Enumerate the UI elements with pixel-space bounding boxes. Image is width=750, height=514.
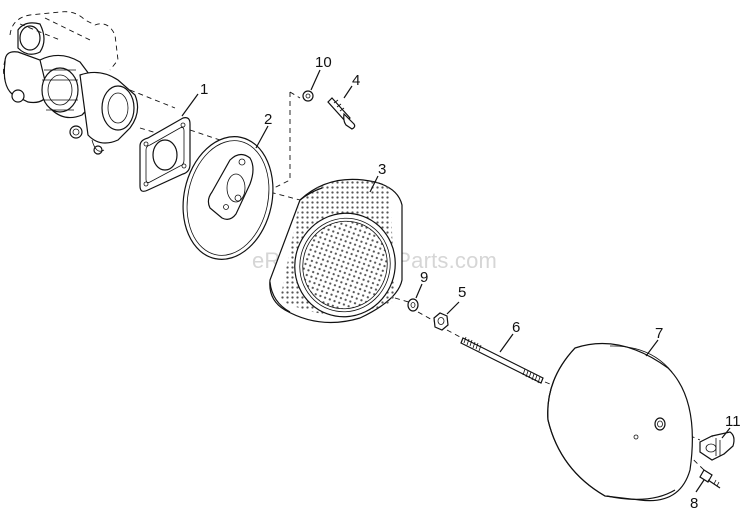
leader-line xyxy=(343,85,353,99)
callout-2: 2 xyxy=(264,111,272,128)
alignment-line xyxy=(446,329,463,339)
callout-11: 11 xyxy=(725,413,741,430)
alignment-line xyxy=(417,311,437,323)
filter-element-icon xyxy=(269,178,403,324)
callout-6: 6 xyxy=(512,319,520,336)
callout-1: 1 xyxy=(200,81,208,98)
washer-icon xyxy=(302,90,314,102)
callout-3: 3 xyxy=(378,161,386,178)
alignment-line xyxy=(269,92,291,191)
nut-icon xyxy=(433,312,449,331)
alignment-line xyxy=(289,91,301,99)
backing-plate-icon xyxy=(182,136,274,260)
washer-icon xyxy=(407,298,419,312)
leader-line xyxy=(415,283,423,299)
fitting-icon xyxy=(699,469,721,489)
callout-9: 9 xyxy=(420,269,428,286)
leader-line xyxy=(499,333,514,353)
leader-line xyxy=(255,125,269,149)
callout-8: 8 xyxy=(690,495,698,512)
callout-7: 7 xyxy=(655,325,663,342)
gasket-icon xyxy=(139,117,191,192)
indicator-icon xyxy=(699,431,735,461)
alignment-line xyxy=(129,89,176,109)
leader-line xyxy=(181,93,199,117)
callout-4: 4 xyxy=(352,72,360,89)
leader-line xyxy=(695,479,705,493)
callout-10: 10 xyxy=(315,54,332,71)
callout-5: 5 xyxy=(458,284,466,301)
engine-assembly-icon xyxy=(3,11,139,155)
cover-icon xyxy=(547,342,693,502)
alignment-line xyxy=(394,297,413,304)
leader-line xyxy=(369,175,379,193)
leader-line xyxy=(446,301,460,315)
bolt-icon xyxy=(327,97,356,130)
threaded-stud-icon xyxy=(460,336,544,384)
alignment-line xyxy=(261,189,301,201)
leader-line xyxy=(310,69,321,91)
leader-line xyxy=(721,427,731,439)
leader-line xyxy=(645,339,659,357)
